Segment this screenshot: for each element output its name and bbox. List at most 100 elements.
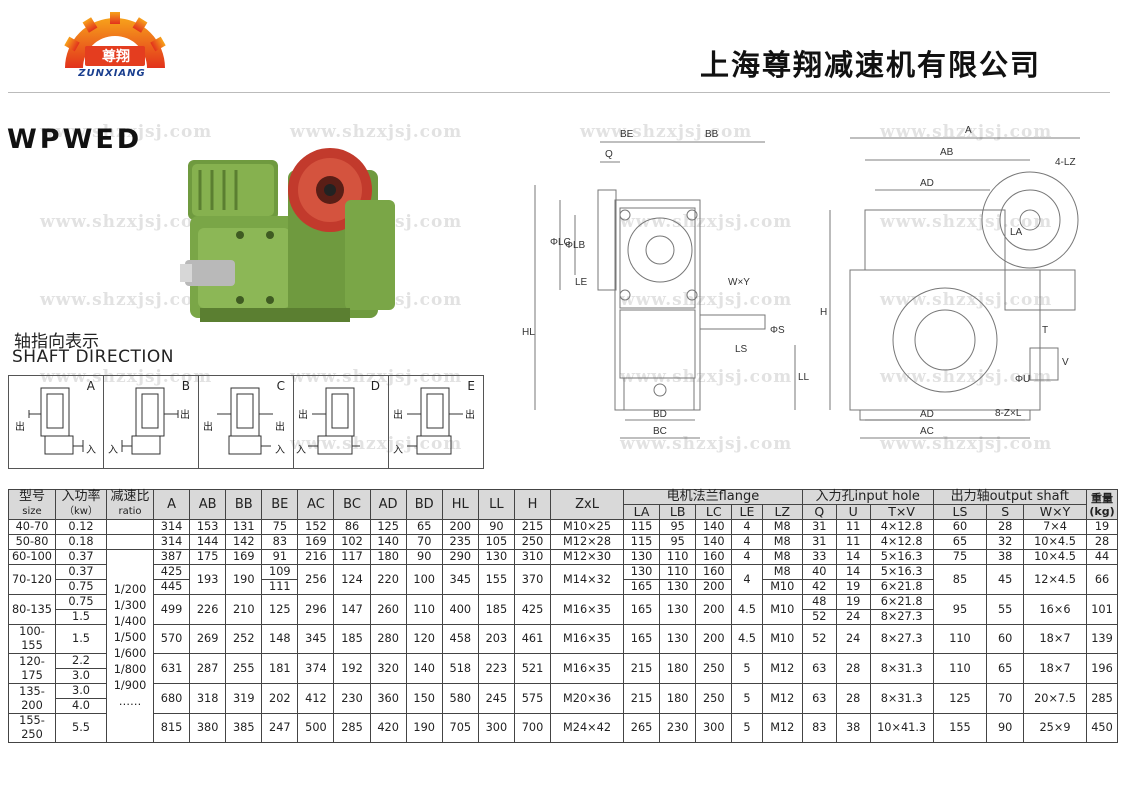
table-cell: 169 — [297, 534, 335, 550]
watermark: www.shzxjsj.com — [40, 212, 213, 232]
table-cell: 8×27.3 — [869, 609, 934, 625]
table-cell: 192 — [333, 653, 371, 684]
out-label: 出 — [203, 422, 213, 433]
table-cell: 91 — [261, 549, 299, 565]
shaft-option-b: B 出 入 — [104, 376, 199, 468]
table-cell: 83 — [261, 534, 299, 550]
col-group-flange: 电机法兰flange — [623, 489, 803, 505]
table-cell: 6×21.8 — [869, 594, 934, 610]
table-cell: M8 — [761, 519, 803, 535]
table-cell: 109 — [261, 564, 299, 580]
table-cell: 4 — [731, 519, 763, 535]
table-cell: 245 — [477, 683, 515, 714]
table-cell: 360 — [369, 683, 407, 714]
dim-label: BB — [705, 129, 719, 140]
table-cell: 28 — [986, 519, 1024, 535]
table-cell: 180 — [369, 549, 407, 565]
table-cell: 290 — [441, 549, 479, 565]
shaft-option-a: A 出 入 — [9, 376, 104, 468]
table-cell: 25×9 — [1023, 713, 1087, 743]
table-cell: 105 — [477, 534, 515, 550]
table-cell: 130 — [623, 549, 661, 565]
dim-label: LE — [575, 277, 588, 288]
table-cell: 387 — [152, 549, 191, 565]
table-cell: 110 — [659, 549, 697, 565]
col-lz: LZ — [761, 504, 803, 520]
ratio-value: 1/500 — [113, 631, 147, 644]
table-cell: 55 — [986, 594, 1024, 625]
table-cell: 8×27.3 — [869, 624, 934, 654]
table-cell: 144 — [189, 534, 227, 550]
table-cell: 1.5 — [55, 609, 107, 625]
table-cell: 300 — [477, 713, 515, 743]
dim-label: Q — [605, 149, 613, 160]
watermark: www.shzxjsj.com — [880, 367, 1053, 387]
table-cell: 0.75 — [55, 594, 107, 610]
table-cell: 124 — [333, 564, 371, 595]
table-cell: 310 — [513, 549, 552, 565]
table-cell: 130 — [623, 564, 661, 580]
table-cell: 165 — [623, 624, 661, 654]
table-cell: 160 — [695, 564, 733, 580]
table-cell: 4×12.8 — [869, 519, 934, 535]
option-letter: E — [467, 379, 475, 393]
table-cell: 10×4.5 — [1023, 534, 1087, 550]
table-cell: 215 — [623, 653, 661, 684]
table-cell: 223 — [477, 653, 515, 684]
table-cell: 256 — [297, 564, 335, 595]
table-cell: 0.37 — [55, 564, 107, 580]
shaft-diagram-icon — [407, 387, 463, 455]
out-label: 出 — [15, 422, 25, 433]
col-h: H — [513, 489, 552, 520]
table-cell: M10×25 — [550, 519, 625, 535]
table-cell: 200 — [695, 624, 733, 654]
table-cell: 680 — [152, 683, 191, 714]
table-cell: 200 — [695, 594, 733, 625]
table-cell: 142 — [225, 534, 263, 550]
table-cell: 345 — [297, 624, 335, 654]
in-label: 入 — [86, 445, 96, 456]
table-cell: 90 — [986, 713, 1024, 743]
table-cell: 4.5 — [731, 594, 763, 625]
table-cell: 570 — [152, 624, 191, 654]
table-cell: 11 — [835, 534, 871, 550]
table-cell: 8×31.3 — [869, 653, 934, 684]
gear-logo-icon — [64, 12, 166, 68]
table-cell: 5×16.3 — [869, 549, 934, 565]
logo-characters: 尊翔 — [102, 49, 130, 65]
table-cell: M10 — [761, 594, 803, 625]
table-cell: 196 — [1086, 653, 1118, 684]
table-cell: 33 — [801, 549, 837, 565]
col-la: LA — [623, 504, 661, 520]
table-cell: 216 — [297, 549, 335, 565]
table-cell: 420 — [369, 713, 407, 743]
col-bb: BB — [225, 489, 263, 520]
dim-label: AC — [920, 426, 934, 437]
table-cell: 66 — [1086, 564, 1118, 595]
table-cell: 2.2 — [55, 653, 107, 669]
col-ls: LS — [932, 504, 988, 520]
dim-label: BC — [653, 426, 667, 437]
table-cell: 314 — [152, 534, 191, 550]
table-cell: 102 — [333, 534, 371, 550]
dim-label: H — [820, 307, 827, 318]
logo-name: ZUNXIANG — [78, 68, 146, 79]
table-cell: 19 — [835, 579, 871, 595]
table-cell: M16×35 — [550, 594, 625, 625]
table-cell — [106, 519, 154, 535]
table-cell: 38 — [986, 549, 1024, 565]
col-bc: BC — [333, 489, 371, 520]
shaft-diagram-icon — [28, 387, 84, 455]
col-zxl: ZxL — [550, 489, 625, 520]
watermark: www.shzxjsj.com — [580, 122, 753, 142]
option-letter: A — [86, 379, 95, 393]
table-cell: 110 — [932, 653, 988, 684]
table-cell: 80-135 — [8, 594, 56, 625]
table-cell: 65 — [405, 519, 443, 535]
table-cell: 140 — [695, 534, 733, 550]
in-label: 入 — [275, 445, 285, 456]
ratio-value: 1/200 — [113, 583, 147, 596]
